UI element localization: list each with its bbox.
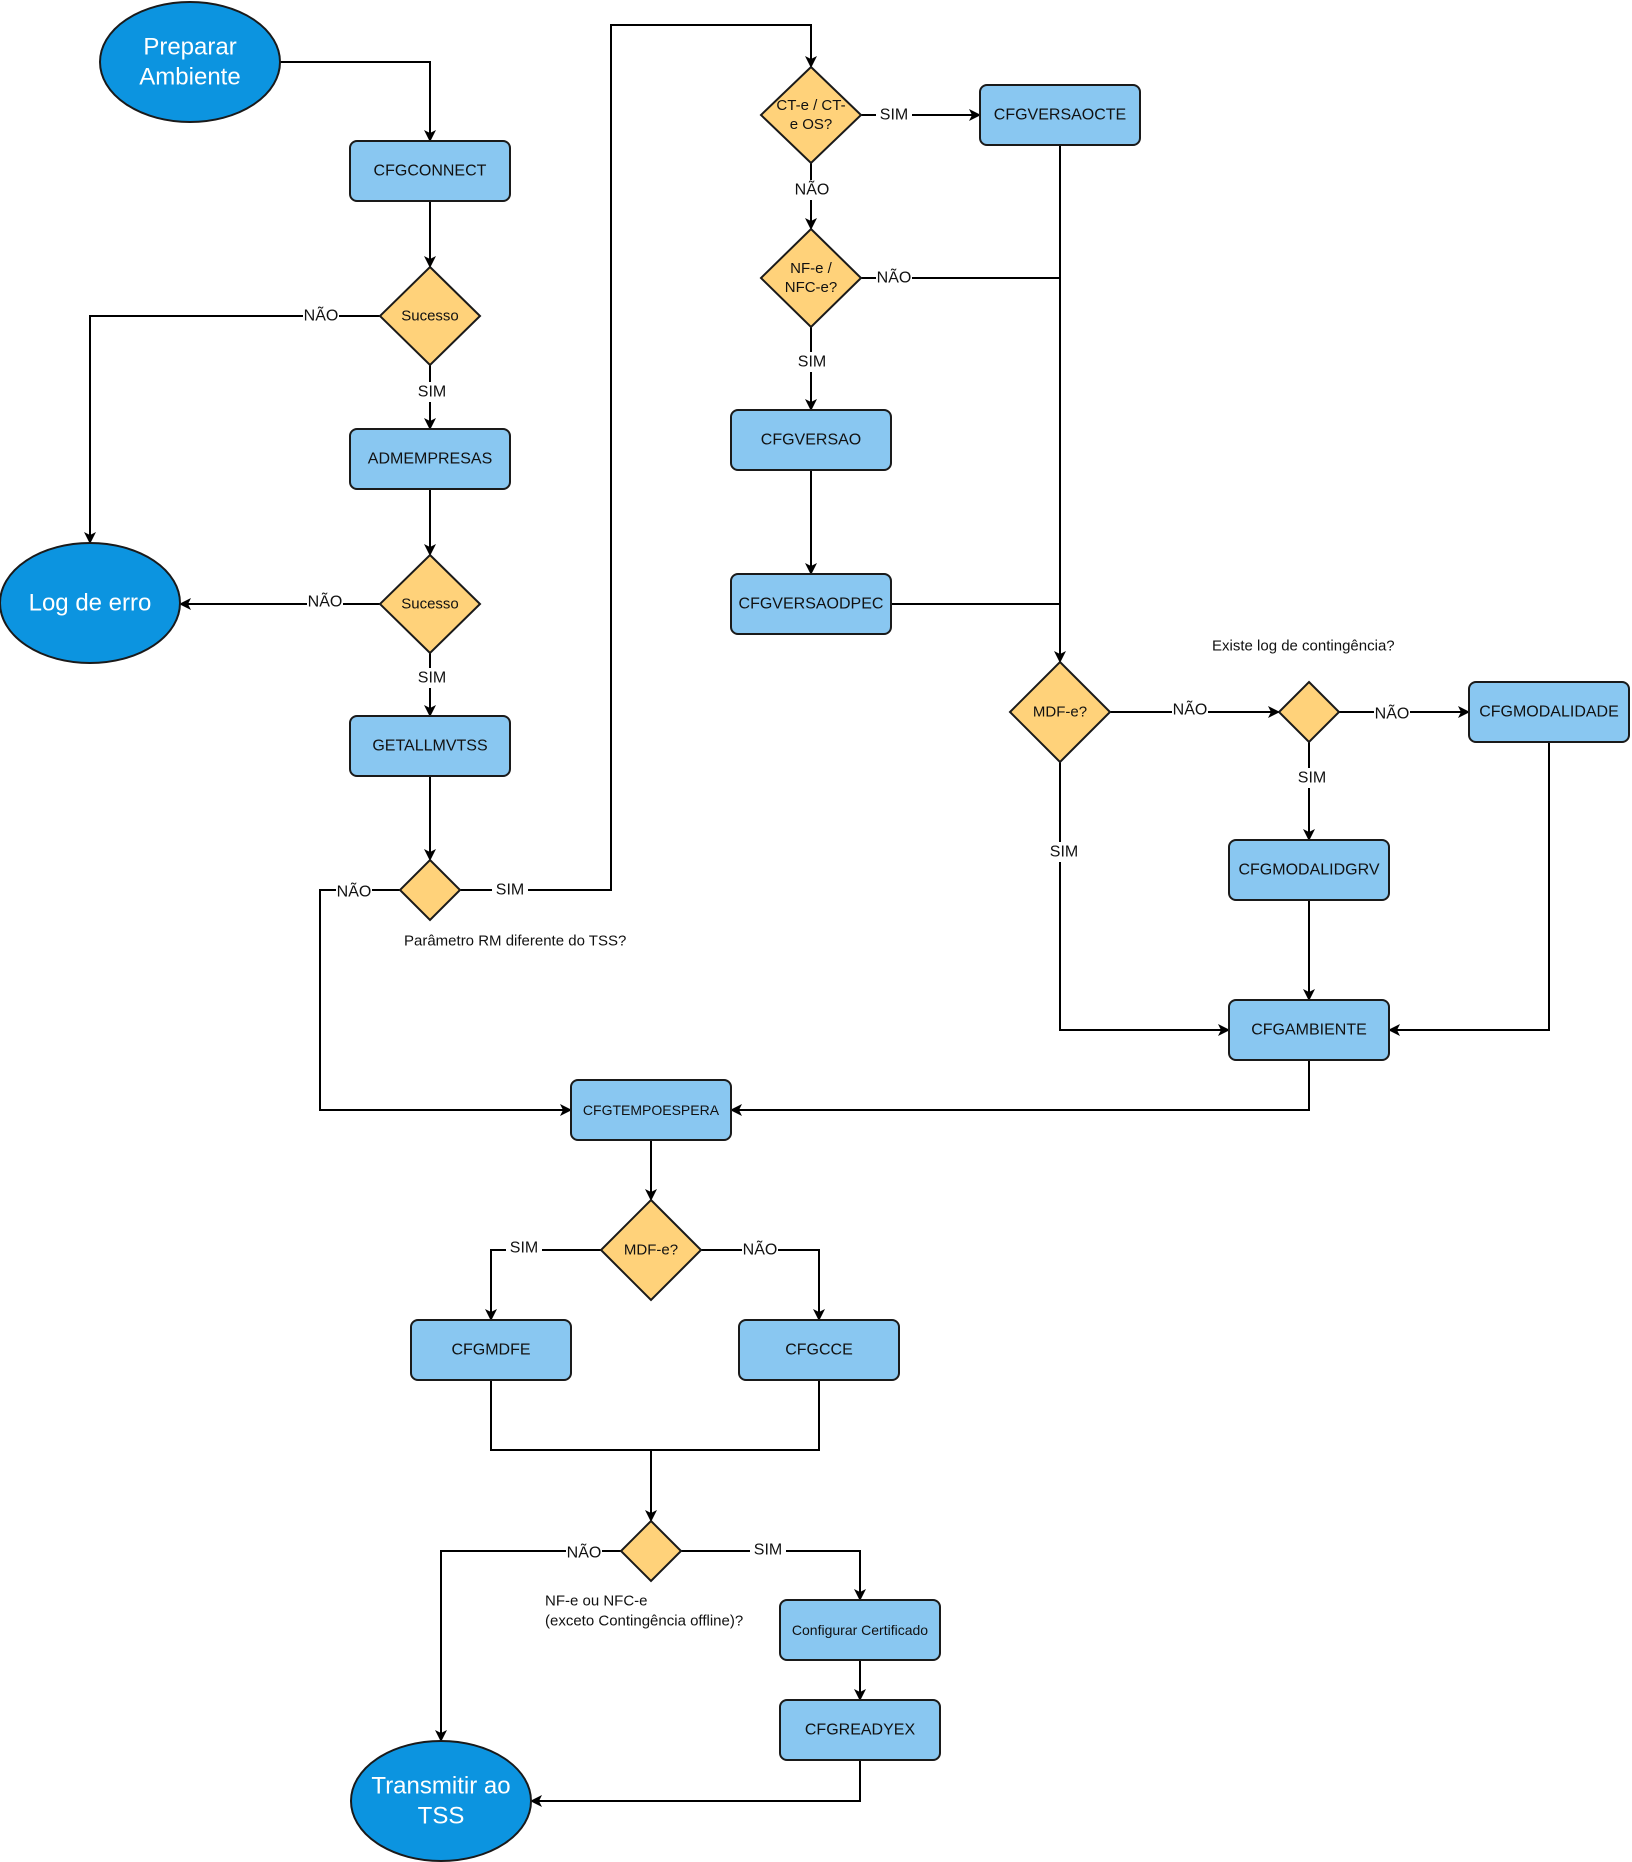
edge-param-tempoespera (319, 889, 572, 1116)
mdfe-decision-1-label: MDF-e? (1033, 704, 1087, 721)
cfgmodalidgrv-box-label: CFGMODALIDGRV (1238, 862, 1379, 879)
nfe-decision-label: NF-e / (790, 260, 833, 277)
parametro-note: Parâmetro RM diferente do TSS? (404, 933, 626, 950)
nfe-final-note: NF-e ou NFC-e (545, 1593, 648, 1610)
edge-mdfe2-cfgcce (701, 1249, 825, 1321)
label-contingencia-sim: SIM (1298, 770, 1326, 787)
admempresas-box: ADMEMPRESAS (349, 428, 511, 490)
edge-nfe-final-transmitir (435, 1550, 621, 1742)
edge-cfgmodalidade-cfgambiente (1388, 742, 1550, 1036)
label-sucesso1-nao: NÃO (304, 305, 339, 325)
cfgversao-box-label: CFGVERSAO (761, 432, 861, 449)
sucesso-decision-1: Sucesso (378, 265, 482, 367)
configurar-certificado-box-label: Configurar Certificado (792, 1622, 928, 1638)
nfe-final-decision (619, 1519, 683, 1583)
label-mdfe1-sim: SIM (1050, 844, 1078, 861)
cfgambiente-box-label: CFGAMBIENTE (1251, 1022, 1367, 1039)
cfgversaodpec-box: CFGVERSAODPEC (730, 573, 892, 635)
label-sucesso1-sim: SIM (418, 384, 446, 401)
admempresas-box-label: ADMEMPRESAS (368, 451, 492, 468)
transmitir-ao-tss-terminal-label: Transmitir ao (371, 1773, 510, 1800)
mdfe-decision-2: MDF-e? (599, 1198, 703, 1302)
cfgreadyex-box: CFGREADYEX (779, 1699, 941, 1761)
cfgconnect-box: CFGCONNECT (349, 140, 511, 202)
label-nfe-nao: NÃO (877, 267, 912, 287)
cte-decision-label: e OS? (790, 116, 833, 133)
label-nfe-final-nao: NÃO (567, 1542, 602, 1562)
edge-mdfe-cce-join (490, 1380, 820, 1451)
cfgmdfe-box-label: CFGMDFE (451, 1342, 530, 1359)
cfgtempoespera-box-label: CFGTEMPOESPERA (583, 1102, 720, 1118)
cfgmdfe-box: CFGMDFE (410, 1319, 572, 1381)
cfgtempoespera-box: CFGTEMPOESPERA (570, 1079, 732, 1141)
cfgcce-box-label: CFGCCE (785, 1342, 853, 1359)
transmitir-ao-tss-terminal: Transmitir ao TSS (350, 1740, 532, 1862)
cfgversaodpec-box-label: CFGVERSAODPEC (739, 596, 884, 613)
label-cte-sim: SIM (880, 107, 908, 124)
sucesso-decision-2-label: Sucesso (401, 596, 459, 613)
label-mdfe2-nao: NÃO (743, 1239, 778, 1259)
mdfe-decision-1: MDF-e? (1008, 660, 1112, 764)
getallmvtss-box: GETALLMVTSS (349, 715, 511, 777)
cfgversaocte-box: CFGVERSAOCTE (979, 84, 1141, 146)
contingencia-note: Existe log de contingência? (1212, 638, 1395, 655)
label-nfe-sim: SIM (798, 354, 826, 371)
label-mdfe1-nao: NÃO (1173, 699, 1208, 719)
label-sucesso2-nao: NÃO (308, 591, 343, 611)
transmitir-ao-tss-terminal-label: TSS (418, 1803, 465, 1830)
configurar-certificado-box: Configurar Certificado (779, 1599, 941, 1661)
cfgmodalidade-box-label: CFGMODALIDADE (1479, 704, 1619, 721)
label-param-nao: NÃO (337, 881, 372, 901)
edge-sucesso1-log (84, 315, 380, 544)
edge-cfgreadyex-transmitir (530, 1760, 861, 1807)
parametro-decision (398, 858, 462, 922)
cfgconnect-box-label: CFGCONNECT (374, 163, 487, 180)
label-contingencia-nao: NÃO (1375, 703, 1410, 723)
edge-mdfe2-cfgmdfe (485, 1249, 601, 1321)
log-de-erro-terminal: Log de erro (0, 542, 181, 664)
cte-decision: CT-e / CT-e OS? (759, 65, 863, 165)
edge-labels: Parâmetro RM diferente do TSS? Existe log… (303, 105, 1410, 1630)
cfgversao-box: CFGVERSAO (730, 409, 892, 471)
label-cte-nao: NÃO (795, 179, 830, 199)
cte-decision-label: CT-e / CT- (776, 97, 845, 114)
nfe-decision: NF-e / NFC-e? (759, 227, 863, 329)
nfe-final-note-line-2: (exceto Contingência offline)? (545, 1613, 743, 1630)
nfe-decision-label: NFC-e? (785, 279, 838, 296)
label-sucesso2-sim: SIM (418, 670, 446, 687)
sucesso-decision-2: Sucesso (378, 553, 482, 655)
cfgreadyex-box-label: CFGREADYEX (805, 1722, 916, 1739)
cfgcce-box: CFGCCE (738, 1319, 900, 1381)
preparar-ambiente-terminal-label: Ambiente (139, 64, 240, 91)
log-de-erro-terminal-label: Log de erro (29, 590, 152, 617)
preparar-ambiente-terminal-label: Preparar (143, 34, 236, 61)
edge-param-cte (460, 24, 817, 891)
label-mdfe2-sim: SIM (510, 1240, 538, 1257)
edge-cfgambiente-tempoespera (730, 1060, 1310, 1116)
edge-nfe-final-certificado (681, 1550, 866, 1601)
cfgversaocte-box-label: CFGVERSAOCTE (994, 107, 1126, 124)
cfgmodalidade-box: CFGMODALIDADE (1468, 681, 1630, 743)
cfgambiente-box: CFGAMBIENTE (1228, 999, 1390, 1061)
label-param-sim: SIM (496, 882, 524, 899)
getallmvtss-box-label: GETALLMVTSS (372, 738, 487, 755)
sucesso-decision-1-label: Sucesso (401, 308, 459, 325)
edge-mdfe1-cfgambiente (1059, 762, 1230, 1036)
mdfe-decision-2-label: MDF-e? (624, 1242, 678, 1259)
edge-preparar-cfgconnect (280, 61, 436, 142)
contingencia-decision (1277, 680, 1341, 744)
cfgmodalidgrv-box: CFGMODALIDGRV (1228, 839, 1390, 901)
label-nfe-final-sim: SIM (754, 1542, 782, 1559)
